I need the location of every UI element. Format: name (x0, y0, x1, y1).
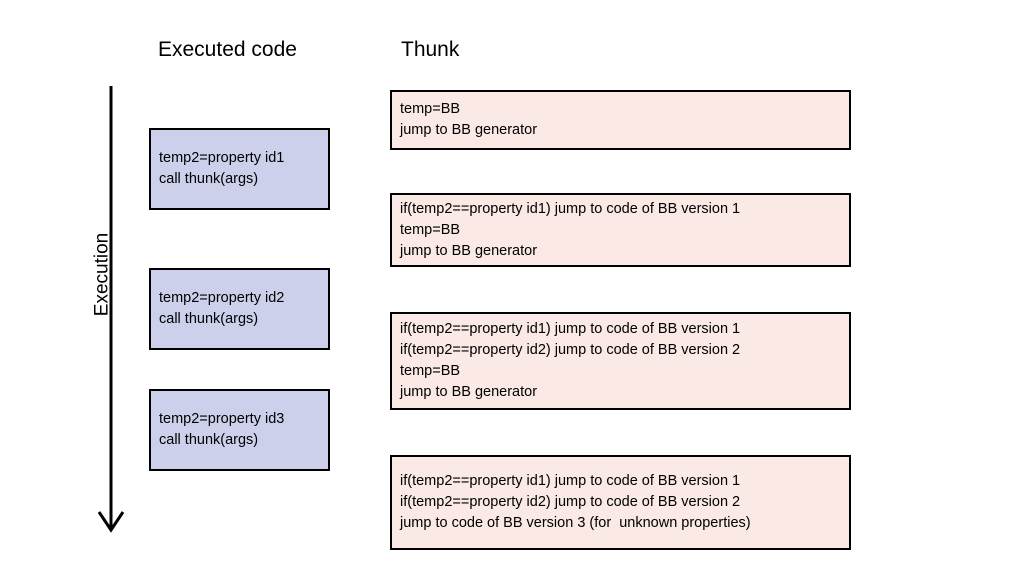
code-line: call thunk(args) (159, 171, 259, 187)
execution-axis: Execution (70, 80, 160, 540)
thunk-box: temp=BB jump to BB generator (390, 90, 851, 150)
thunk-line: if(temp2==property id2) jump to code of … (400, 494, 741, 510)
thunk-line: if(temp2==property id1) jump to code of … (400, 473, 741, 489)
thunk-box: if(temp2==property id1) jump to code of … (390, 312, 851, 410)
executed-code-box: temp2=property id2 call thunk(args) (149, 268, 330, 350)
thunk-line: jump to BB generator (400, 122, 538, 138)
thunk-box: if(temp2==property id1) jump to code of … (390, 455, 851, 550)
code-line: call thunk(args) (159, 432, 259, 448)
thunk-line: temp=BB (400, 101, 461, 117)
code-line: temp2=property id1 (159, 150, 285, 166)
thunk-line: jump to BB generator (400, 384, 538, 400)
executed-code-box: temp2=property id1 call thunk(args) (149, 128, 330, 210)
code-line: call thunk(args) (159, 311, 259, 327)
thunk-line: temp=BB (400, 221, 461, 238)
thunk-line: jump to BB generator (400, 242, 538, 259)
execution-axis-label: Execution (91, 232, 113, 317)
thunk-line: if(temp2==property id2) jump to code of … (400, 342, 741, 358)
thunk-line: temp=BB (400, 363, 461, 379)
executed-code-box: temp2=property id3 call thunk(args) (149, 389, 330, 471)
down-arrow-icon (97, 86, 125, 533)
code-line: temp2=property id2 (159, 290, 285, 306)
column-heading-thunk: Thunk (401, 38, 460, 61)
code-line: temp2=property id3 (159, 411, 285, 427)
thunk-line: if(temp2==property id1) jump to code of … (400, 321, 741, 337)
thunk-box: if(temp2==property id1) jump to code of … (390, 193, 851, 267)
column-heading-executed-code: Executed code (158, 38, 297, 61)
thunk-line: if(temp2==property id1) jump to code of … (400, 200, 741, 217)
thunk-line: jump to code of BB version 3 (for unknow… (400, 515, 751, 531)
